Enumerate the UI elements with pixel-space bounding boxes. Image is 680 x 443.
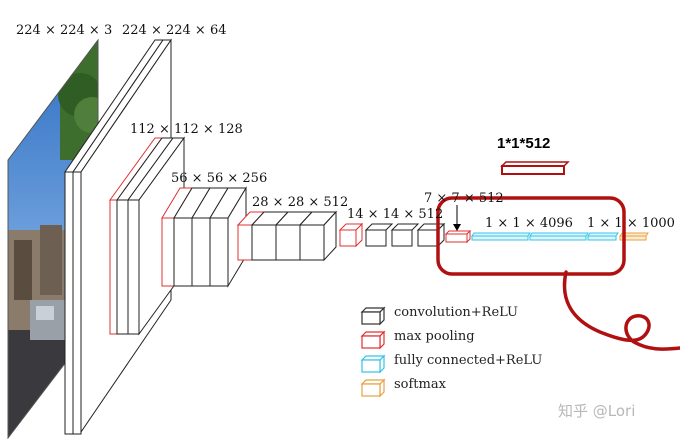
- legend-label-softmax: softmax: [394, 377, 446, 392]
- label-input-dims: 224 × 224 × 3: [16, 23, 113, 38]
- fc-highlight-box: [436, 196, 626, 276]
- label-conv5-dims: 14 × 14 × 512: [347, 207, 444, 222]
- label-pool5-dims: 7 × 7 × 512: [424, 191, 504, 206]
- label-conv2-dims: 112 × 112 × 128: [130, 122, 243, 137]
- conv4-block: [236, 210, 338, 262]
- conv3-block: [161, 186, 247, 288]
- fc-layers: [471, 232, 619, 241]
- legend: [360, 306, 386, 398]
- watermark: 知乎 @Lori: [558, 402, 636, 420]
- label-fc1-dims: 1 × 1 × 4096: [485, 216, 573, 231]
- legend-swatch-fc: [360, 354, 386, 374]
- legend-label-fc: fully connected+ReLU: [394, 353, 543, 368]
- legend-label-pool: max pooling: [394, 329, 475, 344]
- legend-swatch-pool: [360, 330, 386, 350]
- label-fc3-dims: 1 × 1 × 1000: [587, 216, 675, 231]
- reshape-annotation-bar: [500, 161, 570, 175]
- label-conv1-dims: 224 × 224 × 64: [122, 23, 227, 38]
- legend-swatch-softmax: [360, 378, 386, 398]
- reshape-annotation-label: 1*1*512: [497, 135, 551, 152]
- conv5-block: [338, 222, 446, 248]
- pool5-block: [444, 205, 472, 244]
- label-conv3-dims: 56 × 56 × 256: [171, 171, 268, 186]
- highlight-scribble: [562, 270, 680, 351]
- legend-label-conv: convolution+ReLU: [394, 305, 519, 320]
- legend-swatch-conv: [360, 306, 386, 326]
- label-conv4-dims: 28 × 28 × 512: [252, 195, 349, 210]
- softmax-layer: [619, 232, 649, 241]
